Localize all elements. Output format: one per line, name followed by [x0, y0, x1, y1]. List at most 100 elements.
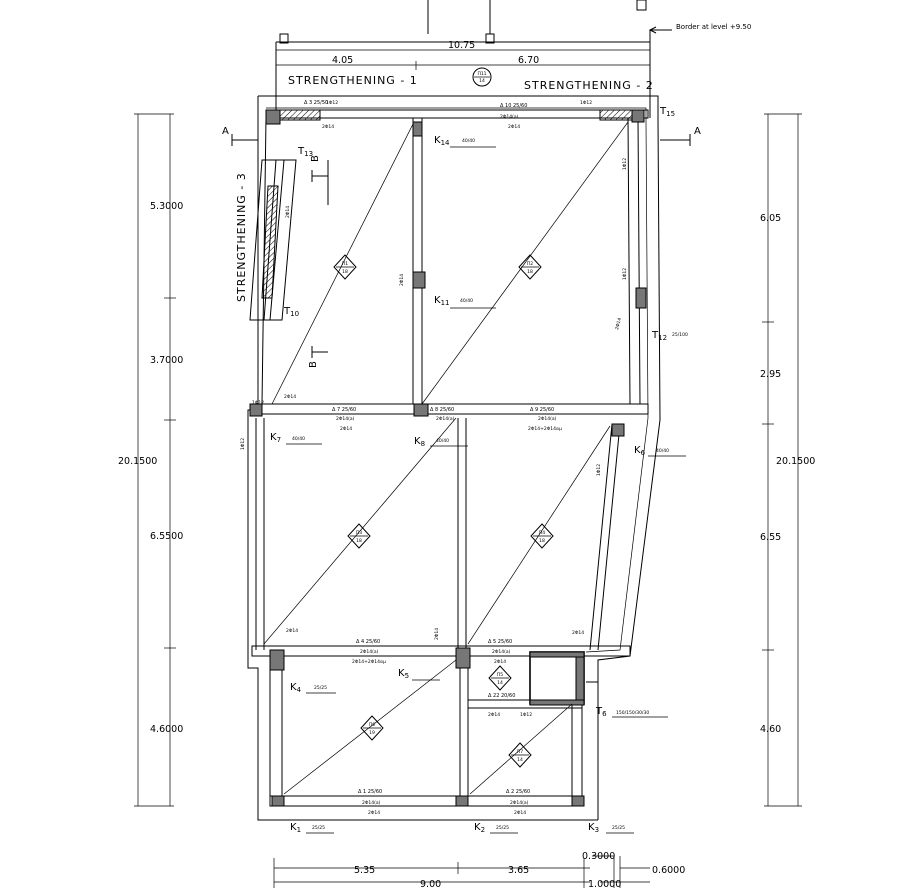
svg-text:2Φ14(a): 2Φ14(a) [510, 800, 529, 806]
lower-beams [269, 651, 585, 807]
svg-text:K6: K6 [634, 445, 646, 457]
dim-bottom-b: 3.65 [508, 865, 529, 876]
label-t6: T6 150/150/30/30 [595, 706, 668, 718]
beam-label-b22: Δ 22 20/60 [488, 693, 515, 699]
section-marker-b-top: B [310, 155, 329, 205]
svg-text:40/40: 40/40 [460, 298, 473, 304]
section-marker-a-left: A [222, 126, 258, 146]
section-marker-a-right: A [660, 126, 701, 146]
svg-text:18: 18 [527, 269, 533, 275]
svg-text:1Φ12: 1Φ12 [622, 268, 628, 280]
dim-right-total: 20.1500 [776, 456, 815, 467]
slab-marker-p4: Π4 18 [530, 523, 554, 549]
heading-strengthening-2: STRENGTHENING - 2 [524, 79, 654, 92]
svg-text:1Φ12: 1Φ12 [240, 438, 246, 450]
svg-text:Π1: Π1 [342, 261, 348, 267]
svg-text:2Φ14: 2Φ14 [614, 317, 623, 330]
svg-text:2Φ14(a): 2Φ14(a) [360, 649, 379, 655]
beam-label-b5: Δ 5 25/60 [488, 639, 512, 645]
label-k5: K5 [398, 668, 440, 681]
upper-beams [261, 109, 649, 415]
beam-label-b3: Δ 3 25/50 [304, 100, 328, 106]
dim-left-1: 5.3000 [150, 201, 183, 212]
left-dimension-lines [134, 113, 176, 807]
label-k6: K6 40/40 [634, 445, 686, 457]
label-k11: K11 40/40 [434, 295, 496, 309]
svg-text:25/25: 25/25 [314, 685, 327, 691]
slab-marker-p3: Π3 18 [347, 523, 371, 549]
dim-right-2: 2.95 [760, 369, 781, 380]
label-k14: K14 40/40 [434, 135, 496, 148]
svg-text:2Φ14: 2Φ14 [286, 628, 298, 634]
svg-text:2Φ14(a): 2Φ14(a) [500, 114, 519, 120]
label-t10: T10 [283, 306, 299, 318]
dim-right-4: 4.60 [760, 724, 781, 735]
top-dimensions [275, 46, 651, 70]
dim-top-right: 6.70 [518, 55, 539, 66]
rebar-notes: 2Φ14(a) 2Φ14 2Φ14 1Φ12 1Φ12 2Φ14(a) 2Φ14… [240, 100, 628, 816]
section-marker-b-bottom: B [308, 346, 328, 368]
svg-text:40/40: 40/40 [436, 438, 449, 444]
svg-text:1Φ12: 1Φ12 [622, 158, 628, 170]
beam-label-b7: Δ 7 25/60 [332, 407, 356, 413]
svg-text:2Φ14(a): 2Φ14(a) [492, 649, 511, 655]
svg-text:1Φ12: 1Φ12 [596, 464, 602, 476]
beam-label-b1: Δ 1 25/60 [358, 789, 382, 795]
slab-marker-p11: Π11 14 [472, 67, 492, 87]
middle-beams [251, 418, 631, 657]
svg-text:A: A [694, 126, 701, 137]
svg-text:T12: T12 [651, 330, 667, 342]
svg-text:1Φ12: 1Φ12 [580, 100, 592, 106]
svg-text:Π7: Π7 [517, 749, 523, 755]
dim-left-total: 20.1500 [118, 456, 157, 467]
svg-text:Π4: Π4 [539, 530, 545, 536]
svg-text:14: 14 [479, 78, 485, 84]
beam-label-b4: Δ 4 25/60 [356, 639, 380, 645]
svg-text:18: 18 [356, 538, 362, 544]
strengthening-zone-1 [277, 109, 321, 121]
svg-text:2Φ14: 2Φ14 [508, 124, 520, 130]
slab-marker-p5: Π5 14 [488, 665, 512, 691]
svg-text:2Φ14: 2Φ14 [368, 810, 380, 816]
svg-text:2Φ14(a): 2Φ14(a) [336, 416, 355, 422]
svg-text:2Φ14(a): 2Φ14(a) [538, 416, 557, 422]
svg-text:2Φ14: 2Φ14 [434, 628, 440, 640]
dim-bottom-e: 1.0000 [588, 879, 621, 890]
right-dimension-lines [762, 113, 802, 807]
svg-text:1Φ12: 1Φ12 [252, 400, 264, 406]
svg-text:2Φ14(a): 2Φ14(a) [436, 416, 455, 422]
dim-bottom-d: 0.6000 [652, 865, 685, 876]
dim-left-2: 3.7000 [150, 355, 183, 366]
svg-text:K5: K5 [398, 668, 409, 680]
svg-text:1Φ12: 1Φ12 [520, 712, 532, 718]
svg-text:K7: K7 [270, 432, 281, 444]
heading-strengthening-3: STRENGTHENING - 3 [235, 172, 248, 302]
svg-text:2Φ14: 2Φ14 [340, 426, 352, 432]
svg-text:T15: T15 [659, 106, 675, 118]
beam-label-b9: Δ 9 25/60 [530, 407, 554, 413]
svg-text:18: 18 [539, 538, 545, 544]
svg-text:B: B [310, 155, 321, 162]
svg-text:Π3: Π3 [356, 530, 362, 536]
svg-text:Π11: Π11 [477, 71, 486, 77]
svg-text:25/25: 25/25 [612, 825, 625, 831]
svg-text:2Φ14: 2Φ14 [284, 394, 296, 400]
slab-diagonals [263, 121, 629, 795]
slab-marker-p6: Π6 19 [360, 715, 384, 741]
svg-text:T6: T6 [595, 706, 607, 718]
beam-label-b2: Δ 2 25/60 [506, 789, 530, 795]
slab-marker-p7: Π7 14 [508, 742, 532, 768]
svg-text:1Φ12: 1Φ12 [326, 100, 338, 106]
label-t12: T12 25/100 [651, 330, 688, 342]
column-blocks [249, 109, 647, 807]
bottom-dimension-lines [273, 855, 650, 888]
label-k7: K7 40/40 [270, 432, 322, 445]
border-note: Border at level +9.50 [676, 23, 751, 31]
slab-marker-p1: Π1 18 [333, 254, 357, 280]
dim-left-3: 6.5500 [150, 531, 183, 542]
svg-text:K2: K2 [474, 822, 485, 834]
svg-text:A: A [222, 126, 229, 137]
svg-text:2Φ14: 2Φ14 [285, 206, 291, 218]
beam-label-b10: Δ 10 25/60 [500, 103, 527, 109]
